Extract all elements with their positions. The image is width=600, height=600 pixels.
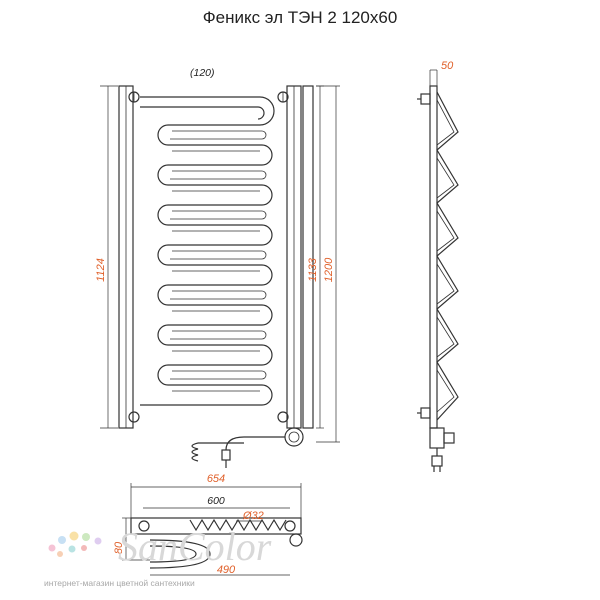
watermark-dots xyxy=(48,531,102,557)
dim-side-depth: 50 xyxy=(441,60,454,72)
front-view: (120) 1124 1133 1200 xyxy=(95,67,340,468)
wall-mounts xyxy=(128,91,289,423)
dim-bottom-inset: 490 xyxy=(217,564,236,576)
dim-bottom-depth: 80 xyxy=(113,541,125,554)
dim-height-mid: 1133 xyxy=(307,257,319,282)
dim-height-left: 1124 xyxy=(95,258,107,282)
dim-height-total: 1200 xyxy=(323,257,335,282)
dim-bottom-inner: 600 xyxy=(207,495,225,507)
watermark: SanColor интернет-магазин цветной сантех… xyxy=(44,524,272,588)
dim-bottom-outer: 654 xyxy=(207,473,225,485)
dim-1200-line xyxy=(316,85,340,443)
right-outer-tube xyxy=(302,85,314,429)
drawing-title: Феникс эл ТЭН 2 120х60 xyxy=(202,8,398,27)
dim-1124-line xyxy=(100,85,118,429)
serpentine-coil xyxy=(140,96,275,406)
side-view: 50 xyxy=(417,60,459,472)
bottom-view: 654 600 Ø32 80 490 xyxy=(113,473,303,576)
dim-heater-diameter: Ø32 xyxy=(242,510,264,522)
watermark-tagline: интернет-магазин цветной сантехники xyxy=(44,578,195,588)
dim-1133-line xyxy=(316,85,324,429)
dim-top-width: (120) xyxy=(190,67,215,79)
watermark-brand: SanColor xyxy=(118,524,272,569)
heater-element xyxy=(191,427,304,468)
bottom-frame xyxy=(130,517,302,535)
side-collector xyxy=(429,85,438,429)
